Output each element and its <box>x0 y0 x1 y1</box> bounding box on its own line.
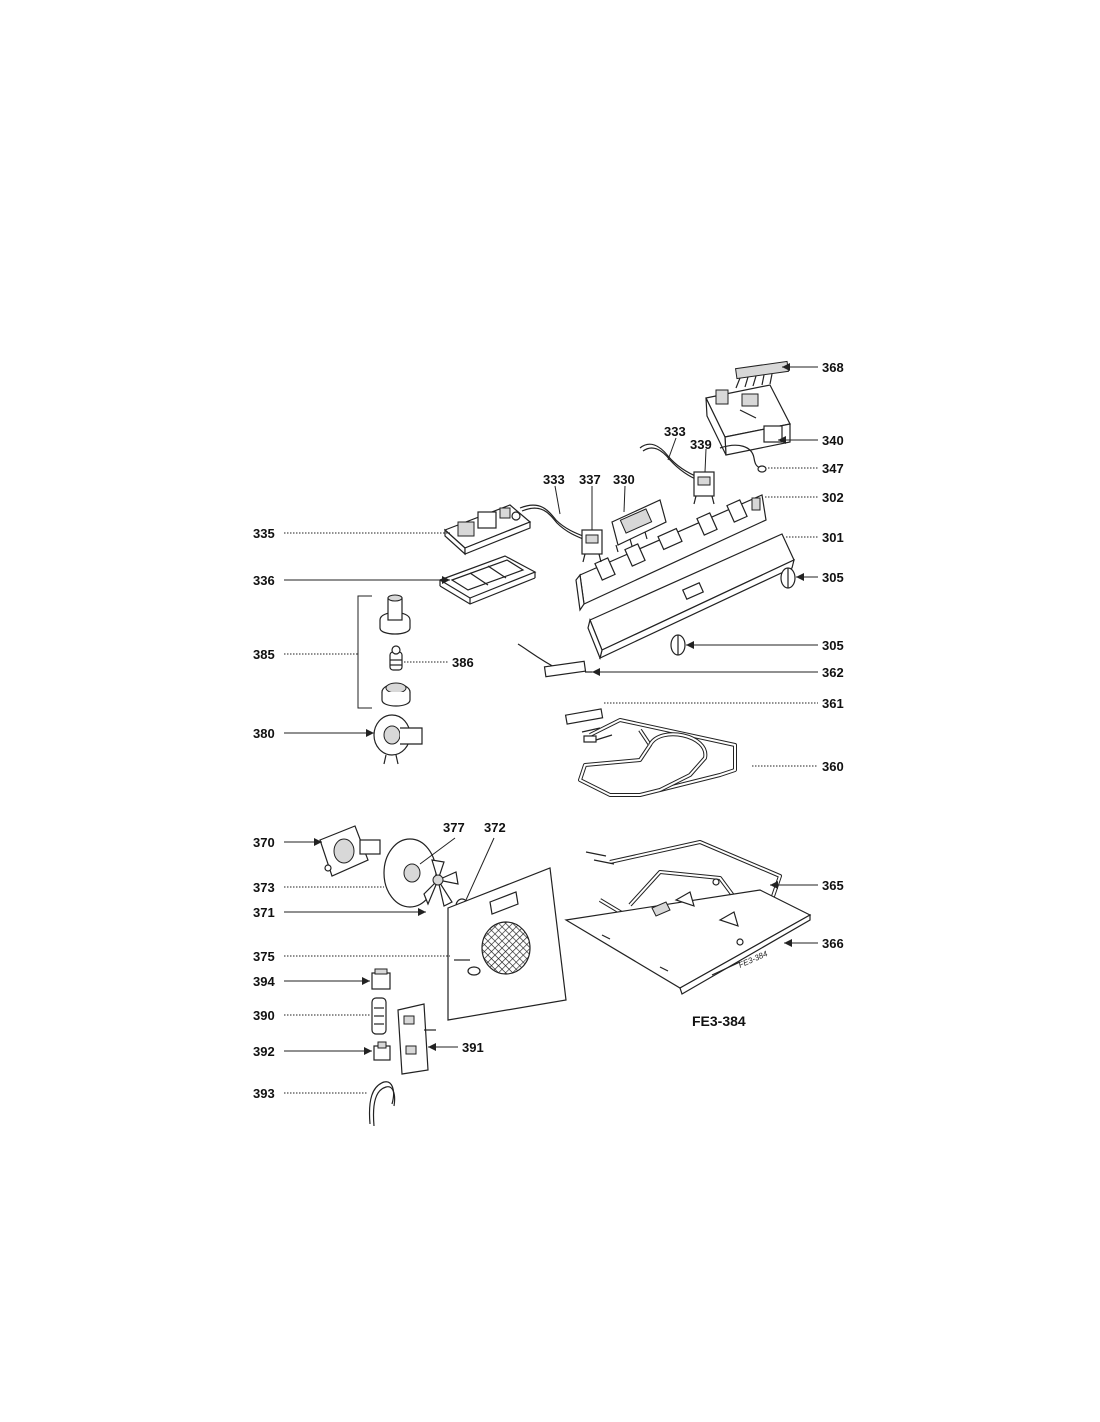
terminal-strip-390 <box>371 997 387 1035</box>
callout-366: 366 <box>822 936 844 951</box>
board-frame-336 <box>438 555 537 605</box>
diagram-caption: FE3-384 <box>692 1013 746 1029</box>
callout-386: 386 <box>452 655 474 670</box>
callout-361: 361 <box>822 696 844 711</box>
callout-305-upper: 305 <box>822 570 844 585</box>
leader-377 <box>419 837 456 865</box>
callout-392: 392 <box>253 1044 275 1059</box>
callout-302: 302 <box>822 490 844 505</box>
callout-368: 368 <box>822 360 844 375</box>
leader-372 <box>465 837 495 901</box>
lamp-bulb-386 <box>389 645 403 671</box>
wire-lead-347 <box>719 444 767 473</box>
leader-333-upper <box>667 437 677 461</box>
leader-333-lower <box>554 485 561 515</box>
callout-362: 362 <box>822 665 844 680</box>
fan-cover-375 <box>447 867 567 1021</box>
connector-wire-368 <box>734 360 790 389</box>
callout-305-lower: 305 <box>822 638 844 653</box>
callout-365: 365 <box>822 878 844 893</box>
callout-333-lower: 333 <box>543 472 565 487</box>
callout-347: 347 <box>822 461 844 476</box>
bottom-cover-366 <box>564 878 812 995</box>
temperature-probe-362 <box>517 643 592 678</box>
callout-390: 390 <box>253 1008 275 1023</box>
callout-371: 371 <box>253 905 275 920</box>
fan-plate-373 <box>383 838 437 908</box>
callout-380: 380 <box>253 726 275 741</box>
front-fascia-301 <box>587 533 795 660</box>
callout-333-upper: 333 <box>664 424 686 439</box>
callout-394: 394 <box>253 974 275 989</box>
cable-harness-333-lower <box>519 504 589 542</box>
control-panel-plate-302 <box>575 494 767 612</box>
cable-harness-333-upper <box>639 443 701 482</box>
motor-380 <box>373 714 423 765</box>
callout-370: 370 <box>253 835 275 850</box>
callout-336: 336 <box>253 573 275 588</box>
callout-385: 385 <box>253 647 275 662</box>
callout-335: 335 <box>253 526 275 541</box>
oven-lamp-assembly-385 <box>379 594 411 635</box>
timer-board-330 <box>611 499 667 553</box>
gasket-plate-361 <box>564 708 604 725</box>
switch-339 <box>693 471 715 505</box>
callout-339: 339 <box>690 437 712 452</box>
clip-392 <box>373 1041 391 1061</box>
callout-301: 301 <box>822 530 844 545</box>
callout-373: 373 <box>253 880 275 895</box>
electronic-board-335 <box>443 504 532 556</box>
callout-377: 377 <box>443 820 465 835</box>
leader-339 <box>704 448 707 473</box>
knob-305-upper <box>780 567 796 589</box>
fan-motor-370 <box>319 825 381 877</box>
switch-housing-391 <box>397 1003 436 1075</box>
knob-305-lower <box>670 634 686 656</box>
callout-375: 375 <box>253 949 275 964</box>
callout-372: 372 <box>484 820 506 835</box>
switch-337 <box>581 529 603 563</box>
callout-340: 340 <box>822 433 844 448</box>
callout-337: 337 <box>579 472 601 487</box>
grill-element-360 <box>578 718 737 797</box>
callout-330: 330 <box>613 472 635 487</box>
cable-393 <box>368 1081 396 1127</box>
lamp-ring-385 <box>381 682 411 707</box>
relay-394 <box>371 968 391 990</box>
fan-blade-371 <box>423 859 459 907</box>
callout-393: 393 <box>253 1086 275 1101</box>
bracket-385 <box>357 595 372 709</box>
callout-391: 391 <box>462 1040 484 1055</box>
leader-arrowheads <box>314 363 804 1055</box>
terminal-block-340 <box>705 384 791 456</box>
callout-360: 360 <box>822 759 844 774</box>
leader-330 <box>623 485 626 513</box>
